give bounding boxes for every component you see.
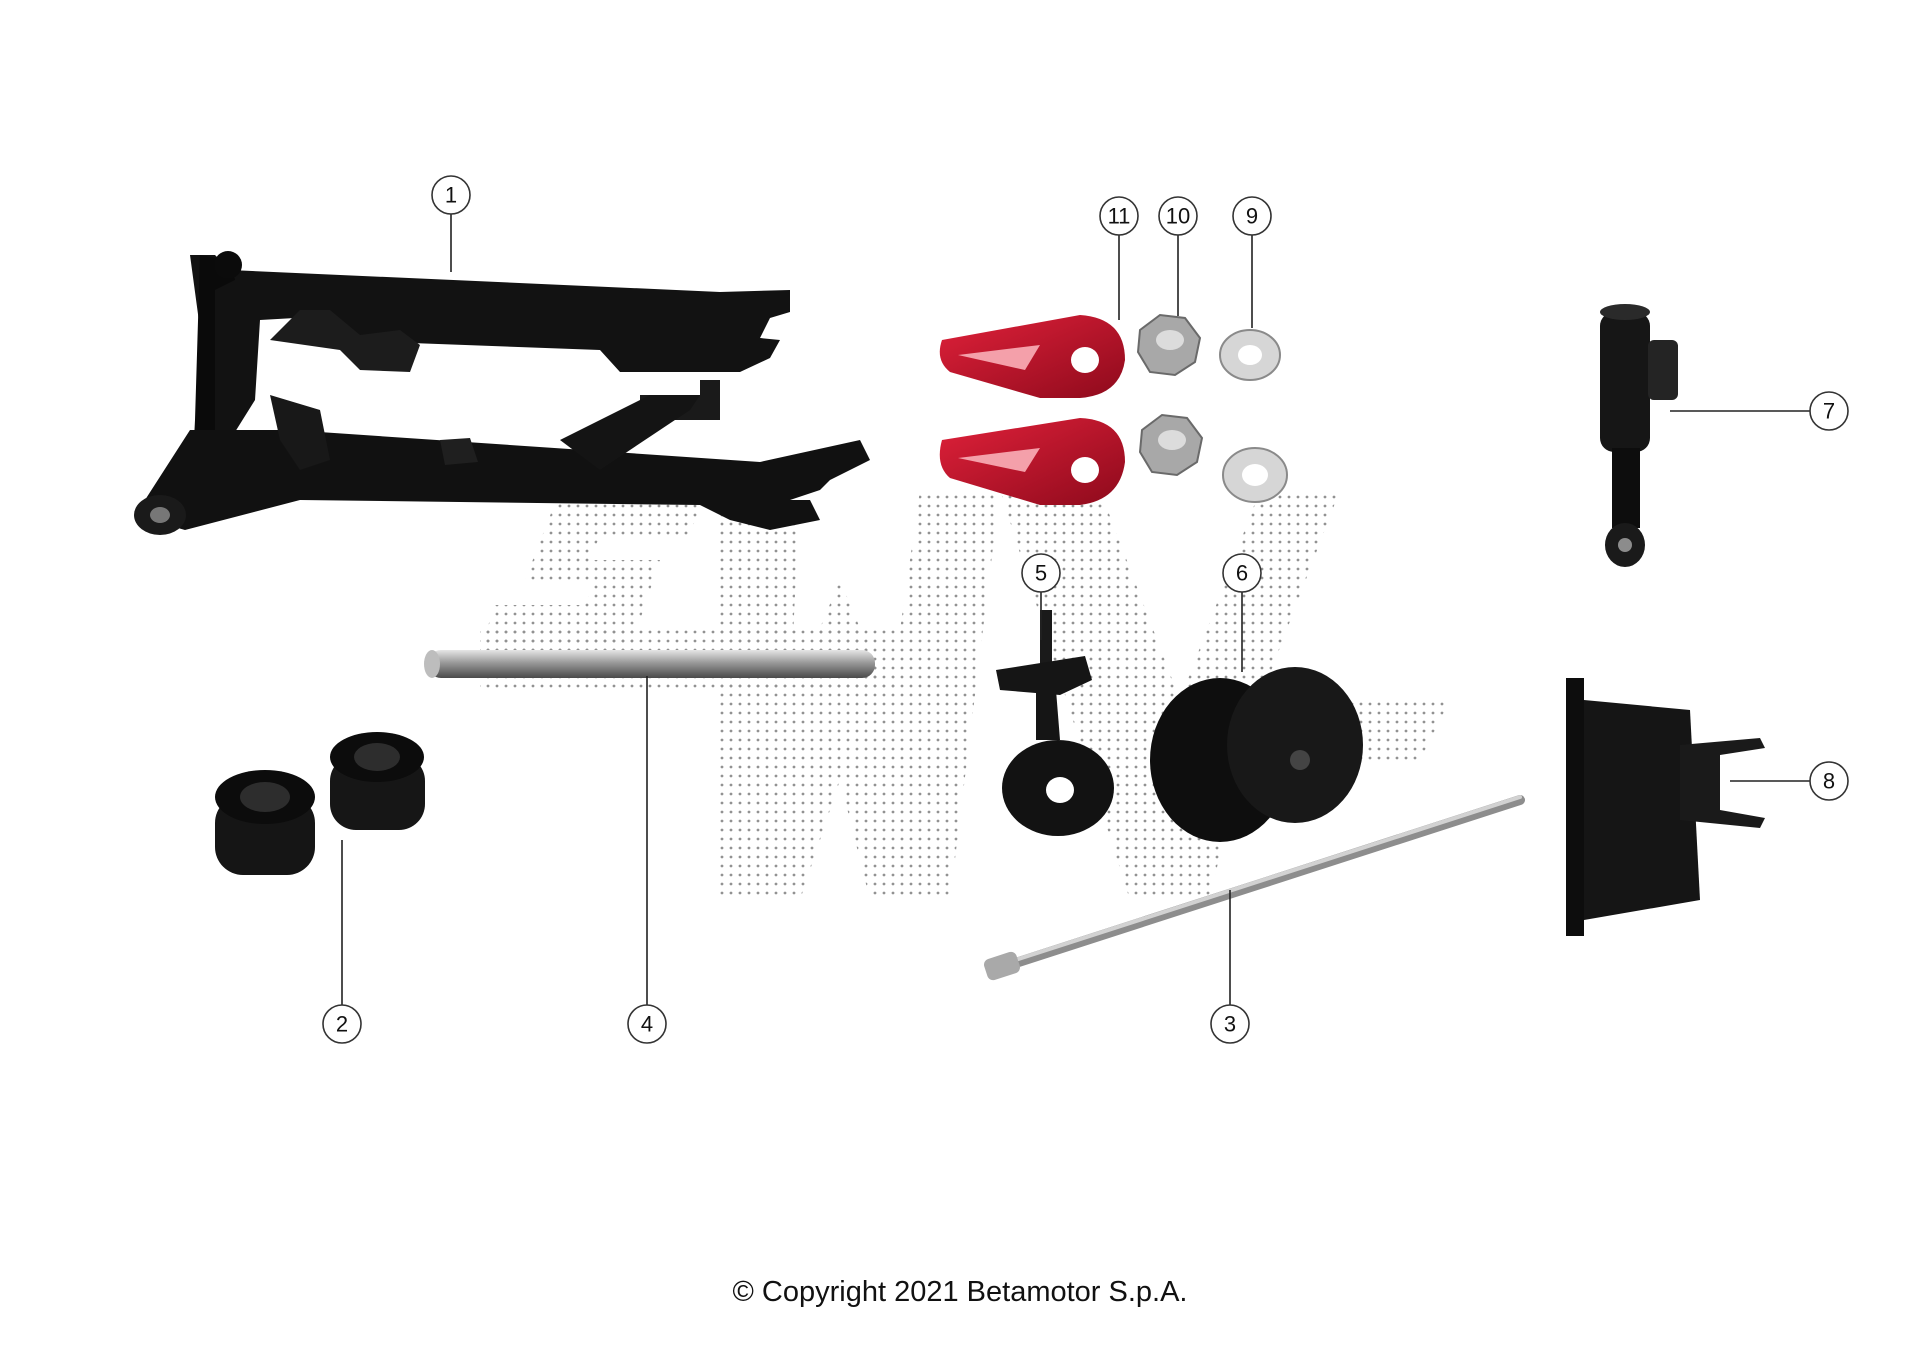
callout-1-label: 1 bbox=[445, 183, 457, 208]
callout-3: 3 bbox=[1210, 1004, 1250, 1044]
callout-5: 5 bbox=[1021, 553, 1061, 593]
callout-7-label: 7 bbox=[1823, 399, 1835, 424]
callout-11-label: 11 bbox=[1108, 204, 1131, 229]
callout-8: 8 bbox=[1809, 761, 1849, 801]
chain-roller-part bbox=[1150, 667, 1363, 842]
callout-9: 9 bbox=[1232, 196, 1272, 236]
callout-6-label: 6 bbox=[1236, 561, 1248, 586]
axle-part bbox=[983, 795, 1525, 981]
washer-pair-part bbox=[1219, 329, 1288, 503]
callout-8-label: 8 bbox=[1823, 769, 1835, 794]
callout-4-label: 4 bbox=[641, 1012, 653, 1037]
callout-3-label: 3 bbox=[1224, 1012, 1236, 1037]
bushing-pair-part bbox=[215, 732, 425, 875]
callout-10: 10 bbox=[1158, 196, 1198, 236]
copyright-notice: © Copyright 2021 Betamotor S.p.A. bbox=[732, 1276, 1188, 1308]
callout-9-label: 9 bbox=[1246, 204, 1258, 229]
callout-1: 1 bbox=[431, 175, 471, 215]
callout-2: 2 bbox=[322, 1004, 362, 1044]
callout-11: 11 bbox=[1099, 196, 1139, 236]
callout-6: 6 bbox=[1222, 553, 1262, 593]
callout-10-label: 10 bbox=[1166, 204, 1190, 229]
leader-lines bbox=[341, 214, 1810, 1005]
pivot-pin-part bbox=[424, 650, 875, 678]
bracket-part bbox=[1566, 678, 1765, 936]
shock-absorber-part bbox=[1600, 304, 1678, 567]
callout-7: 7 bbox=[1809, 391, 1849, 431]
callout-4: 4 bbox=[627, 1004, 667, 1044]
callouts: 1 2 3 4 5 6 7 8 bbox=[322, 175, 1849, 1044]
swingarm-part bbox=[134, 251, 870, 535]
chain-tensioner-part bbox=[996, 610, 1114, 836]
callout-2-label: 2 bbox=[336, 1012, 348, 1037]
nut-pair-part bbox=[1136, 313, 1204, 477]
callout-5-label: 5 bbox=[1035, 561, 1047, 586]
chain-adjuster-pair-part bbox=[939, 315, 1125, 505]
